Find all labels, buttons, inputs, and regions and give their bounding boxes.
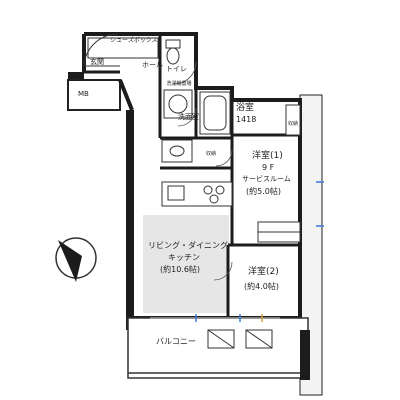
balcony-windows [150,314,280,322]
label-bath-size: 1418 [236,115,257,124]
label-washroom: 洗面室 [178,113,199,121]
kitchen-counter [161,181,233,207]
door-swings [173,61,233,281]
label-bedroom2-size: (約4.0帖) [244,282,279,291]
north-arrow [55,237,97,282]
balcony-units [207,329,273,349]
left-wall-lower [126,110,132,330]
label-ldk-line2: キッチン [168,253,200,262]
mb-box [67,79,121,111]
entrance-door [83,33,120,67]
label-balcony: バルコニー [156,337,196,346]
label-toilet: トイレ [166,65,187,73]
label-mb: MB [78,90,89,98]
label-bedroom2-name: 洋室(2) [248,267,279,277]
bathtub [199,91,231,135]
right-marks [316,181,324,227]
label-shoes-cabinet: シューズボックス [110,37,158,44]
label-bedroom1-size: (約5.0帖) [246,187,281,196]
label-bedroom1-name: 洋室(1) [252,151,283,161]
ldk-highlight [143,215,229,313]
label-ldk-line1: リビング・ダイニング [148,241,228,250]
toilet-fixture [165,39,181,65]
label-ldk-size: (約10.6帖) [160,265,201,274]
label-bedroom1-service: サービスルーム [242,175,291,183]
label-bedroom1-floor: 9 F [262,163,275,172]
partitions [84,34,300,318]
label-washer: 洗濯機置場 [166,81,192,87]
wash-fixtures [161,89,193,163]
label-storage-left: 収納 [288,121,299,127]
label-bath-name: 浴室 [236,103,255,113]
closets [87,37,301,243]
bottom-right-wall [300,330,310,380]
label-storage-top: 収納 [206,151,217,157]
label-hall: ホール [142,61,163,69]
label-genkan: 玄関 [90,58,104,66]
